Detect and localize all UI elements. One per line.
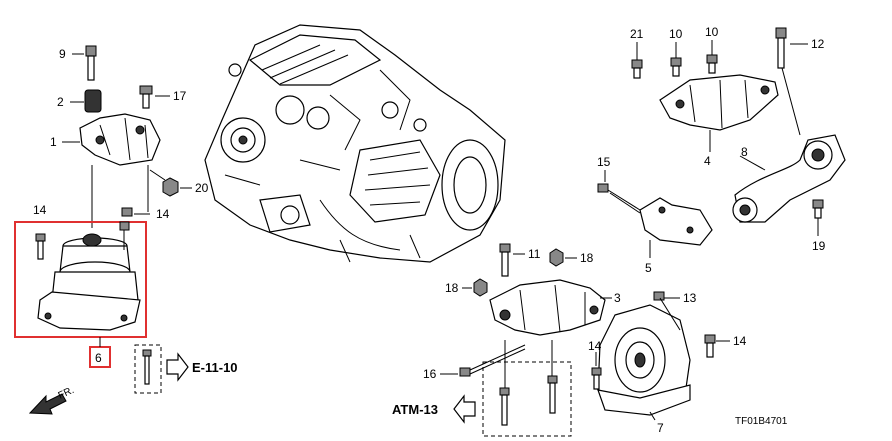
callout-1[interactable]: 1: [50, 135, 57, 149]
callout-21[interactable]: 21: [630, 27, 644, 41]
callout-12[interactable]: 12: [811, 37, 825, 51]
figure-code: TF01B4701: [735, 416, 788, 427]
callout-labels: 9 2 17 1 20 14 14 6 E-11-10 FR. 21 10 10…: [33, 25, 826, 435]
callout-18-left[interactable]: 18: [445, 281, 459, 295]
callout-10-a[interactable]: 10: [669, 27, 683, 41]
left-upper-mount-group: [62, 45, 192, 228]
right-lower-mount-group: [440, 243, 730, 437]
front-arrow-label: FR.: [57, 385, 76, 402]
callout-8[interactable]: 8: [741, 145, 748, 159]
ref-bolts-e-11-10: [134, 344, 189, 394]
ref-atm-13-label[interactable]: ATM-13: [392, 402, 438, 417]
callout-14-left[interactable]: 14: [33, 203, 47, 217]
callout-10-b[interactable]: 10: [705, 25, 719, 39]
callout-19[interactable]: 19: [812, 239, 826, 253]
callout-16[interactable]: 16: [423, 367, 437, 381]
callout-17[interactable]: 17: [173, 89, 187, 103]
callout-9[interactable]: 9: [59, 47, 66, 61]
callout-4[interactable]: 4: [704, 154, 711, 168]
front-direction-arrow: [28, 393, 67, 415]
callout-20[interactable]: 20: [195, 181, 209, 195]
callout-6-highlighted[interactable]: 6: [95, 351, 102, 365]
callout-11[interactable]: 11: [528, 247, 541, 261]
callout-7[interactable]: 7: [657, 421, 664, 435]
callout-13[interactable]: 13: [683, 291, 697, 305]
right-upper-mount-group: [597, 27, 846, 258]
callout-5[interactable]: 5: [645, 261, 652, 275]
highlighted-mount-part-6[interactable]: [14, 221, 147, 368]
callout-14-lower-right[interactable]: 14: [733, 334, 747, 348]
callout-15[interactable]: 15: [597, 155, 611, 169]
callout-2[interactable]: 2: [57, 95, 64, 109]
callout-3[interactable]: 3: [614, 291, 621, 305]
callout-14-mid[interactable]: 14: [156, 207, 170, 221]
callout-14-lower-left[interactable]: 14: [588, 339, 602, 353]
engine-assembly-illustration: [204, 24, 506, 263]
highlight-box: [14, 221, 147, 338]
callout-18-right[interactable]: 18: [580, 251, 594, 265]
ref-e-11-10-label[interactable]: E-11-10: [192, 360, 238, 375]
